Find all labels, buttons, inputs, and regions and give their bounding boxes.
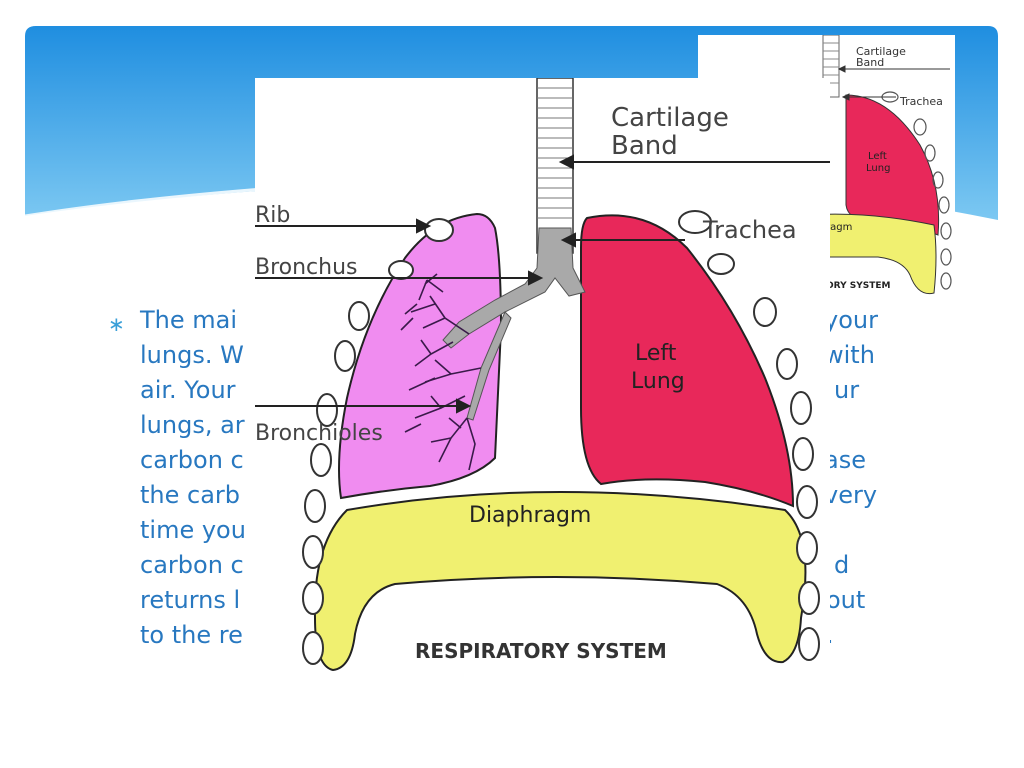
bullet-line-tail: d: [834, 551, 850, 579]
bullet-line: carbon c: [140, 446, 244, 474]
bullet-line-tail: ur: [834, 376, 860, 404]
bullet-line-tail: very: [824, 481, 878, 509]
bullet-marker: ∗: [108, 312, 125, 336]
thumb-label-band: Band: [856, 56, 884, 69]
label-band: Band: [611, 131, 678, 161]
diagram-caption: RESPIRATORY SYSTEM: [415, 639, 667, 663]
label-trachea: Trachea: [702, 216, 797, 244]
thumb-label-caption: ORY SYSTEM: [826, 281, 891, 291]
label-left: Left: [635, 341, 677, 366]
bullet-line: the carb: [140, 481, 241, 509]
label-rib: Rib: [255, 203, 290, 228]
respiratory-diagram: Cartilage Band Trachea Rib Bronchus Bron…: [255, 78, 830, 688]
thumb-label-trachea: Trachea: [899, 95, 943, 108]
bullet-line-tail: out: [826, 586, 866, 614]
left-lung-shape: [580, 214, 795, 508]
label-diaphragm: Diaphragm: [469, 503, 591, 528]
diaphragm-shape: [807, 213, 937, 295]
bullet-line: The mai: [140, 306, 238, 334]
diaphragm-shape: [313, 491, 807, 672]
bronchus-shape: [442, 227, 586, 349]
bullet-line: time you: [140, 516, 246, 544]
label-bronchioles: Bronchioles: [255, 421, 383, 446]
bullet-line: carbon c: [140, 551, 244, 579]
bullet-line-tail: your: [824, 306, 878, 334]
bullet-line: air. Your: [140, 376, 236, 404]
thumb-label-lung: Lung: [866, 163, 890, 174]
ribs-group: [302, 210, 820, 665]
bullet-line: lungs. W: [140, 341, 244, 369]
label-cartilage: Cartilage: [611, 103, 729, 133]
bullet-line: returns l: [140, 586, 241, 614]
thumb-label-diaphragm: ragm: [826, 222, 852, 233]
bullet-line: lungs, ar: [140, 411, 245, 439]
bullet-line-tail: ase: [824, 446, 866, 474]
bullet-line: to the re: [140, 621, 243, 649]
bullet-line-tail: with: [824, 341, 875, 369]
thumb-label-cartilage: Cartilage: [856, 45, 906, 58]
bronchioles-shape: [400, 273, 482, 471]
label-lung: Lung: [631, 369, 685, 394]
label-bronchus: Bronchus: [255, 255, 358, 280]
thumb-label-left: Left: [868, 151, 887, 162]
